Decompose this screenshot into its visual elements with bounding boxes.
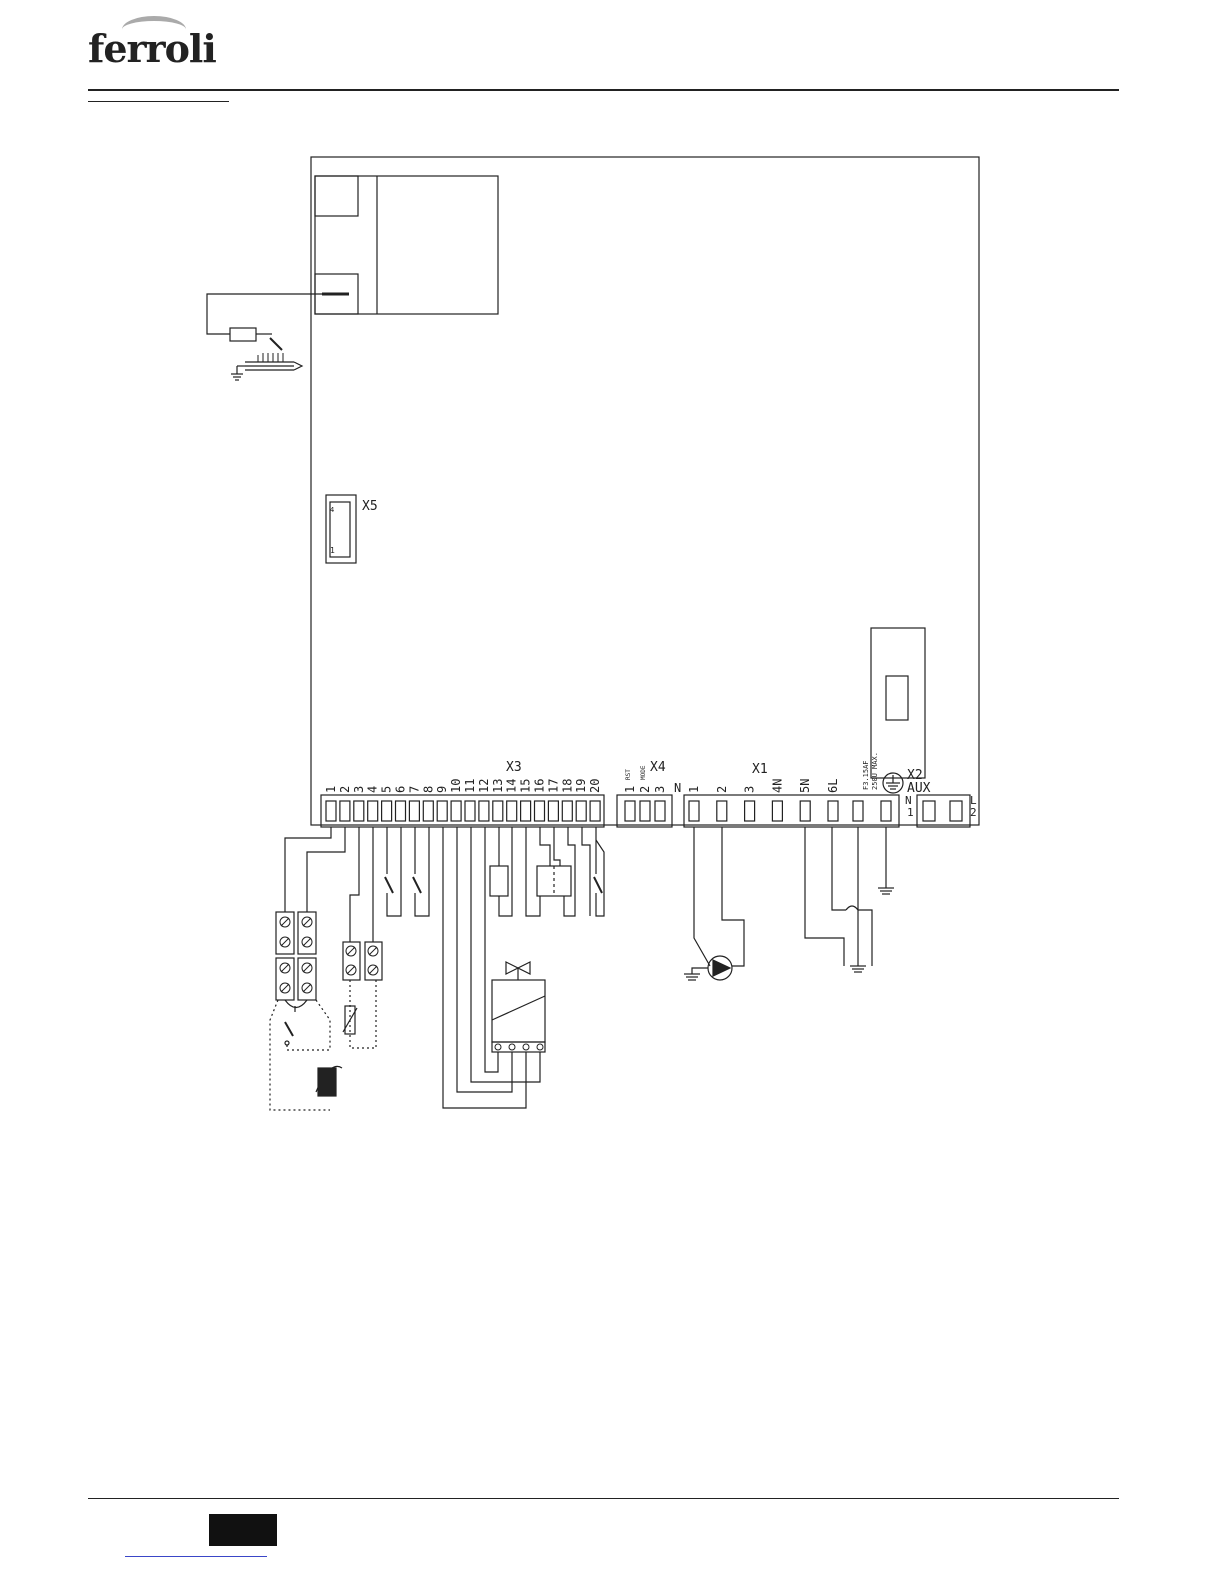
- ignition-electrode: [207, 294, 322, 380]
- x1-pin-label-1: 1: [687, 786, 701, 793]
- x1-pin-label-5N: 5N: [798, 779, 812, 793]
- x5-pin-top: 4: [330, 506, 334, 514]
- x3-pin-label-13: 13: [491, 779, 505, 793]
- x3-pin-9: [437, 801, 447, 821]
- x1-pin-2: [717, 801, 727, 821]
- x3-pin-label-19: 19: [574, 779, 588, 793]
- x3-pin-label-15: 15: [519, 779, 533, 793]
- x4-pin-label-1: 1: [623, 786, 637, 793]
- x3-pin-10: [451, 801, 461, 821]
- x3-pin-label-8: 8: [421, 786, 435, 793]
- x1-pin-3: [745, 801, 755, 821]
- x3-pin-label-6: 6: [394, 786, 408, 793]
- x3-pin-label-7: 7: [407, 786, 421, 793]
- x4-mode-label: MODE: [640, 765, 647, 780]
- x3-pin-12: [479, 801, 489, 821]
- x3-pin-6: [396, 801, 406, 821]
- pressure-switch-wiring: [385, 827, 429, 916]
- x4-pin-label-2: 2: [638, 786, 652, 793]
- page-number-block: [209, 1514, 277, 1546]
- x3-pin-11: [465, 801, 475, 821]
- x5-pin-bottom: 1: [330, 546, 335, 555]
- x1-pin-6L: [828, 801, 838, 821]
- x3-pin-17: [548, 801, 558, 821]
- x3-pin-8: [423, 801, 433, 821]
- x3-pin-2: [340, 801, 350, 821]
- x1-pin-1: [689, 801, 699, 821]
- x4-pin-3: [655, 801, 665, 821]
- x4-pin-1: [625, 801, 635, 821]
- x3-pin-label-12: 12: [477, 779, 491, 793]
- x3-label: X3: [506, 760, 522, 775]
- x3-pin-20: [590, 801, 600, 821]
- fuse-label-1: F3.15AF: [862, 760, 870, 790]
- fuse-label-2: 250U MAX.: [871, 752, 879, 790]
- x3-pin-4: [368, 801, 378, 821]
- board-earth-icon: [883, 773, 903, 793]
- x1-pin-5N: [800, 801, 810, 821]
- x1-pin-label-2: 2: [715, 786, 729, 793]
- x4-pin-2: [640, 801, 650, 821]
- x3-pin-13: [493, 801, 503, 821]
- x3-pin-14: [507, 801, 517, 821]
- x1-label: X1: [752, 762, 768, 777]
- x3-pin-label-20: 20: [588, 779, 602, 793]
- gas-valve-wiring: [443, 827, 545, 1108]
- x4-pin-label-3: 3: [653, 786, 667, 793]
- terminal-block-x2: [917, 795, 970, 827]
- x3-pin-19: [576, 801, 586, 821]
- x3-pin-label-18: 18: [560, 779, 574, 793]
- x3-pin-label-10: 10: [449, 779, 463, 793]
- x4-label: X4: [650, 760, 666, 775]
- x1-pin-label-3: 3: [743, 786, 757, 793]
- x3-pin-5: [382, 801, 392, 821]
- footer-link-underline: [125, 1556, 267, 1557]
- x3-pin-3: [354, 801, 364, 821]
- x2-pin-2: 2: [970, 806, 977, 819]
- x5-label: X5: [362, 499, 378, 514]
- x3-pin-label-2: 2: [338, 786, 352, 793]
- x4-rst-label: RST: [625, 769, 632, 780]
- x3-pin-label-11: 11: [463, 779, 477, 793]
- pump-wiring: [684, 827, 744, 980]
- x3-pin-label-14: 14: [505, 779, 519, 793]
- x3-pin-label-9: 9: [435, 786, 449, 793]
- x3-pin-label-4: 4: [366, 786, 380, 793]
- x1-pin-label-4N: 4N: [770, 779, 784, 793]
- x1-pin-label-6L: 6L: [826, 779, 840, 793]
- x3-pin-7: [409, 801, 419, 821]
- x3-pin-label-17: 17: [546, 779, 560, 793]
- mains-supply-wiring: [805, 827, 894, 972]
- x3-pin-15: [521, 801, 531, 821]
- x3-pin-label-1: 1: [324, 786, 338, 793]
- control-board-outline: [311, 157, 979, 825]
- x3-pin-18: [562, 801, 572, 821]
- x3-pin-1: [326, 801, 336, 821]
- ignition-module: [315, 176, 498, 314]
- x3-pin-label-5: 5: [380, 786, 394, 793]
- x1-pin-4N: [772, 801, 782, 821]
- x2-pin-1: 1: [907, 806, 914, 819]
- x3-pin-label-16: 16: [533, 779, 547, 793]
- safety-thermostat-wiring: [270, 827, 345, 1110]
- x1-pin-earth: [881, 801, 891, 821]
- connector-x5: 4 1: [326, 495, 356, 563]
- x1-pin-fuse: [853, 801, 863, 821]
- fuse-module: [871, 628, 925, 778]
- footer-rule: [88, 1498, 1119, 1499]
- x1-pin-label-N: N: [674, 781, 681, 795]
- x3-pin-label-3: 3: [352, 786, 366, 793]
- x3-pin-16: [535, 801, 545, 821]
- ntc-sensor-wiring: [343, 827, 382, 1048]
- x3-auxiliary-wiring: [490, 827, 604, 916]
